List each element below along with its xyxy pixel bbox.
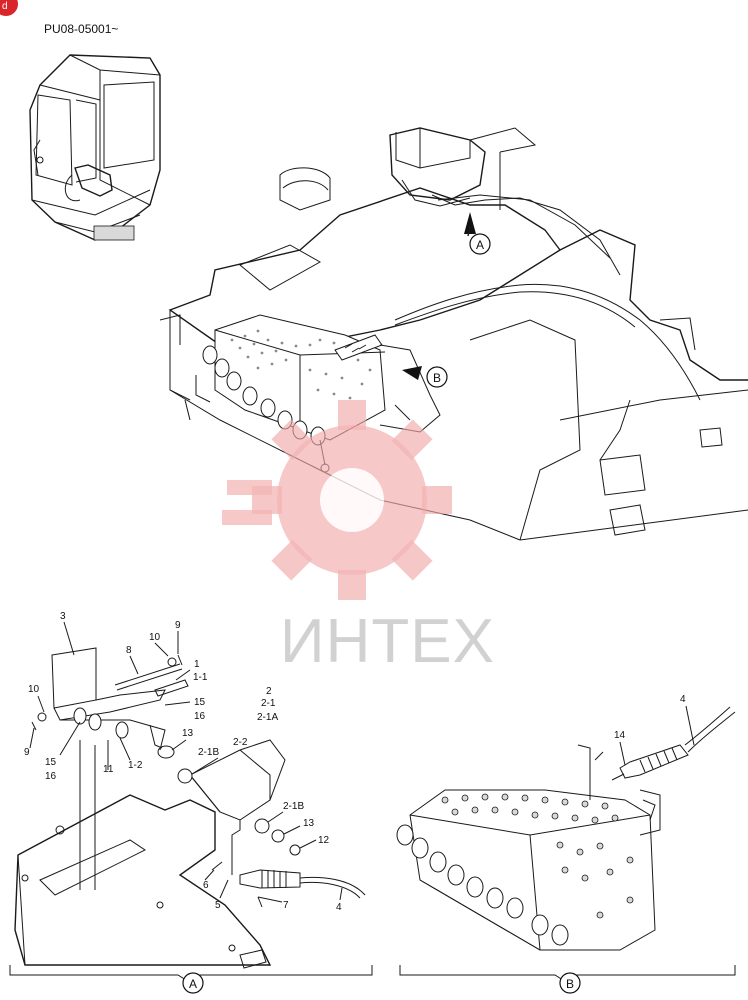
label-part-15-right: 15 xyxy=(194,697,206,708)
label-part-9-top: 9 xyxy=(175,620,181,631)
label-part-2-1b-bottom: 2-1B xyxy=(283,801,304,812)
label-part-16-right: 16 xyxy=(194,711,206,722)
label-part-2-2: 2-2 xyxy=(233,737,248,748)
cab-locator-illustration xyxy=(29,54,161,241)
detail-a-labels: 3 8 10 9 1 1-1 10 9 15 16 15 16 11 1-2 1… xyxy=(24,611,342,913)
detail-view-a: 3 8 10 9 1 1-1 10 9 15 16 15 16 11 1-2 1… xyxy=(9,611,373,994)
label-part-10-top: 10 xyxy=(149,632,161,643)
corner-badge: d xyxy=(0,0,18,16)
label-part-13-bottom: 13 xyxy=(303,818,315,829)
label-part-2-1a: 2-1A xyxy=(257,712,278,723)
label-part-1: 1 xyxy=(194,659,200,670)
label-part-3: 3 xyxy=(60,611,66,622)
svg-text:B: B xyxy=(566,977,574,991)
label-part-12: 12 xyxy=(318,835,330,846)
callout-a-main: A xyxy=(469,233,491,255)
watermark-text: ИНТЕХ xyxy=(280,607,495,676)
watermark: ИНТЕХ xyxy=(222,400,495,676)
label-part-1-2: 1-2 xyxy=(128,760,143,771)
detail-view-b: 4 14 B xyxy=(396,694,736,994)
label-part-10-left: 10 xyxy=(28,684,40,695)
svg-text:B: B xyxy=(433,371,441,385)
label-part-8: 8 xyxy=(126,645,132,656)
model-code: PU08-05001~ xyxy=(44,22,118,36)
label-part-2-1b-top: 2-1B xyxy=(198,747,219,758)
label-part-6: 6 xyxy=(203,880,209,891)
callout-arrow-b xyxy=(402,366,422,380)
svg-text:A: A xyxy=(189,977,197,991)
label-part-7: 7 xyxy=(283,900,289,911)
corner-badge-text: d xyxy=(2,1,8,12)
label-part-15-left: 15 xyxy=(45,757,57,768)
label-part-14: 14 xyxy=(614,730,626,741)
label-part-9-left: 9 xyxy=(24,747,30,758)
label-part-2-1: 2-1 xyxy=(261,698,276,709)
callout-b-main: B xyxy=(426,366,448,388)
gear-watermark-icon xyxy=(222,400,452,600)
label-part-11: 11 xyxy=(103,764,114,775)
caption-a: A xyxy=(182,972,204,994)
label-part-4-a: 4 xyxy=(336,902,342,913)
label-part-4-b: 4 xyxy=(680,694,686,705)
main-assembly-view: A B xyxy=(159,127,748,541)
caption-b: B xyxy=(559,972,581,994)
detail-a-leaders xyxy=(29,621,343,903)
label-part-1-1: 1-1 xyxy=(193,672,208,683)
label-part-2: 2 xyxy=(266,686,272,697)
label-part-16-left: 16 xyxy=(45,771,57,782)
callout-arrow-a xyxy=(464,212,476,237)
label-part-5: 5 xyxy=(215,900,221,911)
label-part-13-top: 13 xyxy=(182,728,194,739)
svg-text:A: A xyxy=(476,238,484,252)
